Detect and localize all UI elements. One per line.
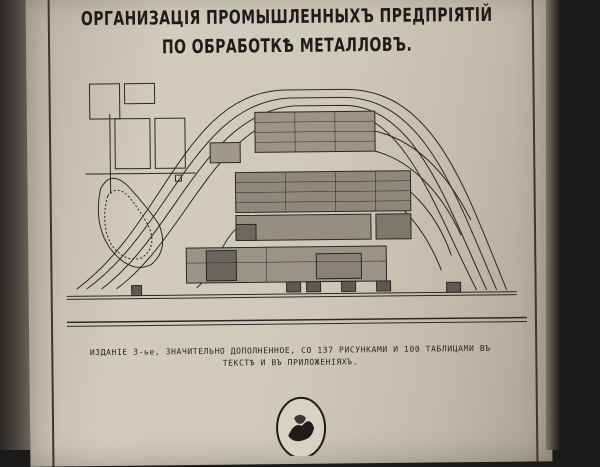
publisher-emblem-icon [266, 396, 337, 457]
pond-shape [98, 178, 163, 268]
page-edge [546, 0, 560, 450]
book-page: ОРГАНИЗАЦІЯ ПРОМЫШЛЕННЫХЪ ПРЕДПРІЯТІЙ ПО… [26, 0, 553, 467]
factory-site-plan [44, 69, 537, 334]
book-title-line-2: ПО ОБРАБОТКѢ МЕТАЛЛОВЪ. [73, 33, 501, 59]
book-title-line-1: ОРГАНИЗАЦІЯ ПРОМЫШЛЕННЫХЪ ПРЕДПРІЯТІЙ [73, 4, 501, 30]
street-grid [84, 83, 195, 194]
